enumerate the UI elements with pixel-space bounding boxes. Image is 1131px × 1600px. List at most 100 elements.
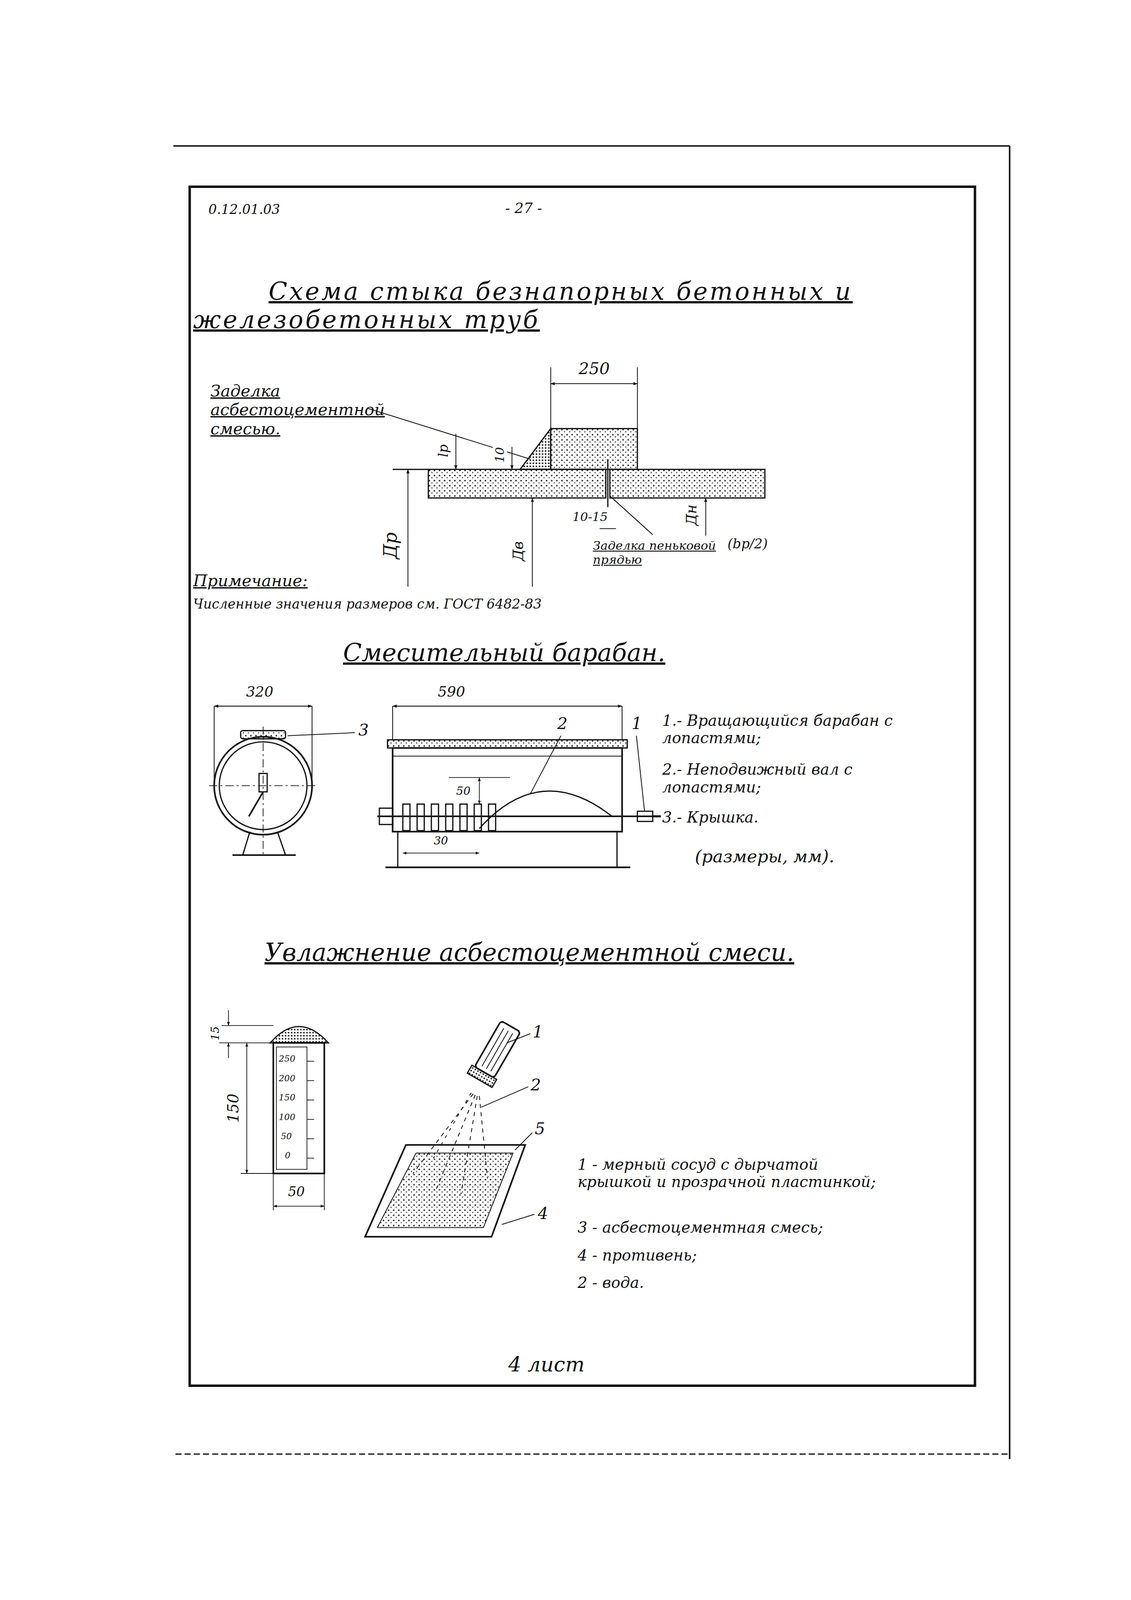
pipe-joint-part <box>407 469 409 587</box>
mixing-drum-side-view <box>377 705 661 867</box>
dimension: 15 <box>208 1024 222 1042</box>
measuring-cylinder-part <box>273 1042 325 1173</box>
measuring-cylinder-part <box>306 1060 315 1062</box>
measuring-cylinder-part <box>246 1042 248 1173</box>
mixing-drum-end-view <box>208 705 355 856</box>
sheet-frame-part <box>173 145 1010 147</box>
scale-mark: 0 <box>283 1150 292 1161</box>
mixing-drum-side-view-part <box>387 739 628 748</box>
sprayer-and-tray-part <box>506 1033 530 1043</box>
sprayer-and-tray-part-part <box>467 1064 497 1088</box>
sprayer-and-tray-part <box>433 1092 472 1158</box>
sprayer-and-tray-part <box>377 1152 513 1227</box>
measuring-cylinder-part <box>306 1118 315 1120</box>
mixing-drum-side-view-part <box>652 814 661 817</box>
scale-mark: 250 <box>277 1053 297 1064</box>
pipe-joint-part <box>455 433 457 470</box>
mixing-drum-side-view-part <box>637 810 654 821</box>
mixing-drum-side-view-part <box>636 735 645 812</box>
measuring-cylinder-part <box>219 1024 274 1026</box>
callout-number: 1 <box>531 1022 545 1041</box>
mixing-drum-side-view-part <box>392 755 623 757</box>
mixing-drum-end-view-part <box>213 705 215 786</box>
dimension: 10 <box>492 445 507 464</box>
sprayer-and-tray-part-part <box>486 1030 509 1069</box>
pipe-joint-part <box>531 497 533 587</box>
mixing-drum-side-view-part <box>479 790 613 829</box>
mixing-drum-side-view-part <box>530 735 561 794</box>
pipe-joint-part <box>519 428 551 469</box>
mixing-drum-end-view-part <box>311 705 313 786</box>
dimension: Др <box>379 530 401 561</box>
mixing-drum-side-view-part <box>392 705 394 740</box>
units-note: (размеры, мм). <box>693 846 836 867</box>
dimension: 30 <box>432 834 450 847</box>
pipe-joint <box>367 367 765 587</box>
mixing-drum-end-view-part <box>277 831 286 855</box>
sheet-frame-part <box>1008 145 1011 1459</box>
sprayer-and-tray-part-part <box>474 1020 521 1078</box>
note-heading: Примечание: <box>191 570 309 590</box>
pipe-joint-part <box>599 528 617 530</box>
sprayer-and-tray-part <box>467 1018 524 1087</box>
pipe-joint-part <box>511 446 513 470</box>
scale-mark: 100 <box>277 1111 297 1122</box>
callout-number: 2 <box>529 1074 543 1094</box>
dimension: lр <box>435 442 452 459</box>
dimension: 590 <box>436 683 467 700</box>
dimension: Дв <box>509 539 527 563</box>
mixing-drum-side-view-part <box>616 831 618 867</box>
legend-item: 1 - мерный сосуд с дырчатой крышкой и пр… <box>575 1155 885 1191</box>
mixing-drum-side-view-part <box>392 747 623 831</box>
callout-number: 1 <box>630 713 644 733</box>
sprayer-and-tray <box>365 1018 535 1237</box>
sprayer-and-tray-part <box>514 1132 533 1150</box>
callout-label: Заделка пеньковой прядью <box>591 538 727 567</box>
measuring-cylinder-part <box>273 1205 325 1207</box>
mixing-drum-end-view-part <box>262 726 264 855</box>
sheet-frame-part <box>189 186 976 1386</box>
pipe-joint-part <box>705 497 707 536</box>
mixing-drum-end-view-part <box>287 732 356 736</box>
measuring-cylinder-part <box>306 1137 315 1139</box>
sheet-number: 4 лист <box>506 1352 586 1376</box>
pipe-joint-part <box>637 367 639 429</box>
sheet-frame-part <box>175 1452 1010 1455</box>
legend-item: 1.- Вращающийся барабан с лопастями; <box>660 711 914 748</box>
document-code: 0.12.01.03 <box>207 202 282 218</box>
mixing-drum-end-view-part <box>208 784 318 786</box>
measuring-cylinder-part <box>219 1042 274 1043</box>
sprayer-and-tray-part <box>501 1214 535 1225</box>
dimension: 50 <box>454 784 472 798</box>
callout-number: 2 <box>555 713 570 733</box>
measuring-cylinder-part <box>306 1157 315 1159</box>
pipe-joint-part <box>428 469 606 499</box>
mixing-drum-side-view-part <box>478 777 480 804</box>
sprayer-and-tray-part-part <box>490 1032 513 1071</box>
legend-item: 3.- Крышка. <box>660 808 760 827</box>
callout-number: 5 <box>533 1118 547 1138</box>
mixing-drum-side-view-part <box>445 803 453 831</box>
formula: (bр/2) <box>726 536 769 552</box>
measuring-cylinder-part <box>228 1009 229 1026</box>
measuring-cylinder-part <box>270 1026 329 1043</box>
dimension: 320 <box>244 683 275 700</box>
callout-number: 4 <box>536 1203 550 1223</box>
mixing-drum-side-view-part <box>402 852 480 854</box>
dimension: Дн <box>683 503 700 527</box>
scale-mark: 150 <box>277 1092 297 1103</box>
scale-mark: 200 <box>277 1073 297 1084</box>
pipe-joint-part <box>609 469 765 499</box>
mixing-drum-side-view-part <box>621 705 623 740</box>
sheet-frame <box>173 145 1010 1459</box>
mixing-drum-end-view-part <box>232 853 296 856</box>
pipe-joint-part <box>607 458 609 507</box>
measuring-cylinder-part <box>240 1172 274 1174</box>
section-heading: Смесительный барабан. <box>341 638 667 667</box>
pipe-joint-part <box>550 367 552 429</box>
mixing-drum-end-view-part <box>249 791 264 817</box>
measuring-cylinder-part <box>228 1042 229 1059</box>
mixing-drum-side-view-part <box>385 866 631 868</box>
dimension: 50 <box>286 1183 307 1199</box>
dimension: 10-15 <box>570 509 609 524</box>
